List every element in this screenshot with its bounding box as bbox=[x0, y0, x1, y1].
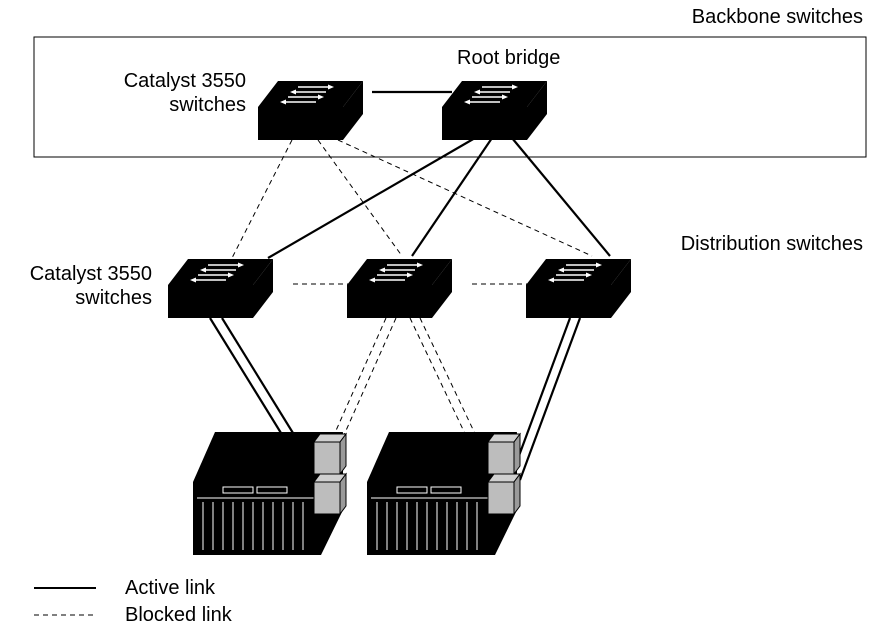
catalyst-mid-line1: Catalyst 3550 bbox=[29, 263, 152, 285]
root-bridge-label: Root bridge bbox=[457, 47, 561, 69]
distribution-switches-label: Distribution switches bbox=[680, 233, 863, 255]
backbone-box bbox=[33, 36, 867, 158]
catalyst-top-line1: Catalyst 3550 bbox=[123, 70, 246, 92]
catalyst-mid-line2: switches bbox=[75, 287, 152, 309]
legend-active-label: Active link bbox=[125, 577, 216, 599]
uplink-module bbox=[487, 473, 521, 515]
distribution-switch-middle bbox=[346, 258, 453, 319]
legend-blocked-label: Blocked link bbox=[125, 604, 232, 626]
blocked-links bbox=[231, 139, 593, 483]
catalyst-top-label: Catalyst 3550 switches bbox=[96, 69, 246, 117]
distribution-switch-right bbox=[525, 258, 632, 319]
backbone-switch-left bbox=[257, 80, 364, 141]
backbone-switches-label: Backbone switches bbox=[691, 6, 863, 28]
uplink-module bbox=[313, 473, 347, 515]
distribution-switch-left bbox=[167, 258, 274, 319]
catalyst-top-line2: switches bbox=[169, 94, 246, 116]
uplink-module bbox=[313, 433, 347, 475]
root-bridge-switch bbox=[441, 80, 548, 141]
uplink-module bbox=[487, 433, 521, 475]
catalyst-mid-label: Catalyst 3550 switches bbox=[6, 262, 152, 310]
